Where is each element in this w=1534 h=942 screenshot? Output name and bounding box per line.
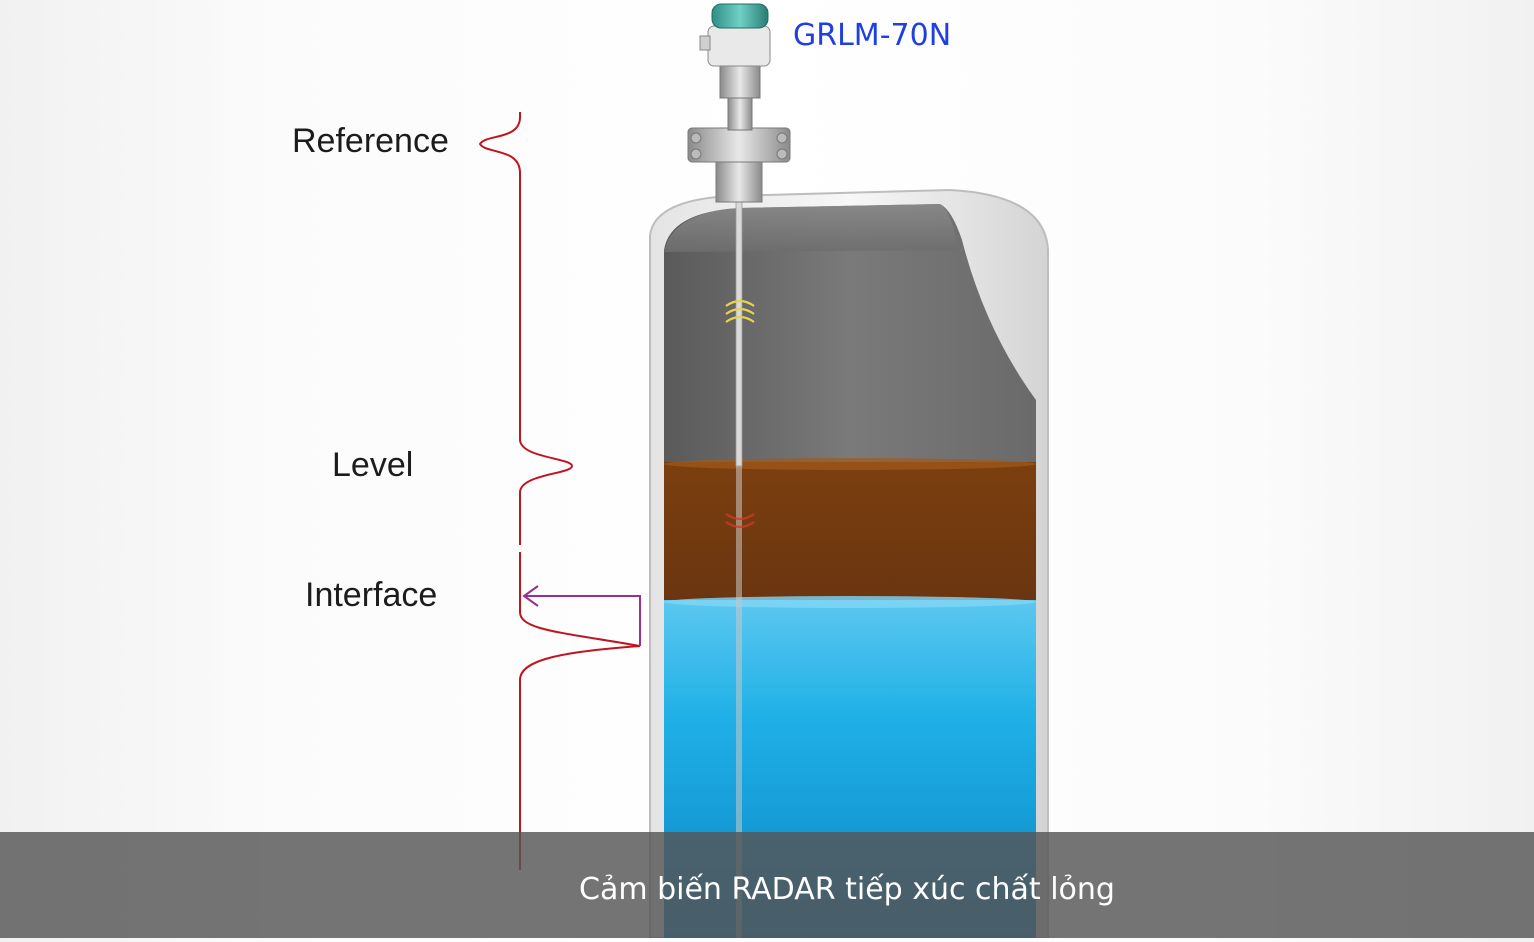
radar-transmitter-icon bbox=[699, 3, 771, 131]
caption-bar: Cảm biến RADAR tiếp xúc chất lỏng bbox=[0, 832, 1534, 938]
reference-label: Reference bbox=[292, 122, 449, 160]
water-surface bbox=[664, 596, 1036, 608]
level-label: Level bbox=[332, 446, 414, 484]
gas-space bbox=[664, 204, 1036, 462]
echo-curve bbox=[478, 112, 641, 870]
probe-rod-submerged bbox=[736, 466, 742, 938]
oil-layer bbox=[664, 462, 1036, 600]
tank bbox=[649, 188, 1049, 939]
interface-arrow bbox=[522, 585, 641, 646]
reflection-pulse-icon bbox=[725, 513, 755, 529]
interface-label: Interface bbox=[305, 576, 438, 614]
model-name-label: GRLM-70N bbox=[793, 18, 952, 53]
oil-surface bbox=[664, 458, 1036, 470]
wave-emission-icon bbox=[725, 299, 755, 323]
flange-icon bbox=[687, 127, 791, 203]
caption-text: Cảm biến RADAR tiếp xúc chất lỏng bbox=[579, 872, 1115, 907]
probe-rod bbox=[735, 189, 743, 467]
